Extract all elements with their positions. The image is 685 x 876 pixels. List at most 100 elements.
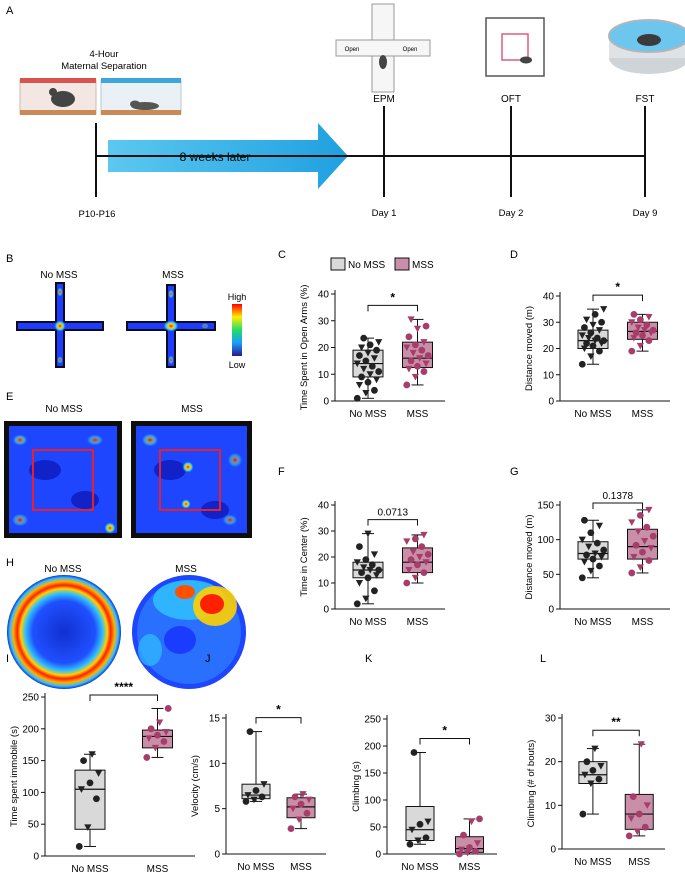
data-point xyxy=(362,595,370,603)
data-point xyxy=(370,355,379,362)
data-point xyxy=(355,381,364,389)
y-tick-label: 10 xyxy=(543,370,555,381)
data-point xyxy=(645,314,653,321)
data-point xyxy=(77,786,86,793)
y-tick-label: 20 xyxy=(545,757,557,768)
data-point xyxy=(416,820,424,828)
e-label-no-mss: No MSS xyxy=(45,404,83,415)
x-tick-label: No MSS xyxy=(574,857,612,868)
data-point xyxy=(405,365,413,373)
panel-label-c: C xyxy=(278,249,286,261)
y-axis-label: Climbing (s) xyxy=(351,761,362,812)
test-label-epm: EPM xyxy=(373,94,395,105)
data-point xyxy=(366,371,374,378)
data-point xyxy=(353,600,361,608)
legend-swatch-mss xyxy=(394,257,410,271)
data-point xyxy=(244,792,252,799)
data-point xyxy=(356,352,363,359)
data-point xyxy=(635,810,643,818)
data-point xyxy=(593,334,601,342)
data-point xyxy=(403,381,411,389)
data-point xyxy=(416,554,424,561)
day-label-1: Day 1 xyxy=(372,208,397,219)
data-point xyxy=(587,529,595,537)
legend-label-mss: MSS xyxy=(412,260,434,271)
x-tick-label: MSS xyxy=(628,857,650,868)
separation-label-line1: 4-Hour xyxy=(89,49,118,60)
data-point xyxy=(645,506,653,514)
data-point xyxy=(424,551,432,558)
y-tick-label: 40 xyxy=(318,501,330,512)
data-point xyxy=(358,373,365,381)
significance-label: **** xyxy=(114,680,133,694)
y-axis-label: Time in Center (%) xyxy=(299,517,310,596)
data-point xyxy=(420,569,428,576)
box-mss xyxy=(142,705,173,761)
significance-bracket xyxy=(367,519,418,526)
data-point xyxy=(633,828,641,836)
data-point xyxy=(375,368,383,375)
data-point xyxy=(591,550,599,558)
data-point xyxy=(632,541,640,549)
panel-label-b: B xyxy=(6,253,13,265)
x-tick-label: MSS xyxy=(407,409,429,420)
panel-a-timeline: A 4-Hour Maternal Separation 8 weeks lat… xyxy=(6,3,685,220)
data-point xyxy=(643,802,651,809)
data-point xyxy=(460,831,467,839)
data-point xyxy=(630,335,638,342)
y-tick-label: 100 xyxy=(22,788,39,799)
data-point xyxy=(597,554,606,561)
data-point xyxy=(589,767,597,774)
panel-label-i: I xyxy=(6,653,9,665)
data-point xyxy=(649,532,657,540)
data-point xyxy=(357,344,366,352)
x-tick-label: MSS xyxy=(632,617,654,628)
data-point xyxy=(372,572,381,579)
y-tick-label: 20 xyxy=(318,553,330,564)
data-point xyxy=(145,735,153,742)
data-point xyxy=(410,749,418,756)
y-axis-label: Distance moved (m) xyxy=(524,515,535,600)
x-tick-label: MSS xyxy=(632,409,654,420)
x-tick-label: MSS xyxy=(459,862,481,873)
data-point xyxy=(407,556,415,563)
box-mss xyxy=(402,316,433,389)
box-mss xyxy=(627,310,658,355)
data-point xyxy=(467,818,476,826)
panel-label-h: H xyxy=(6,557,14,569)
data-point xyxy=(375,339,383,346)
data-point xyxy=(636,342,644,350)
data-point xyxy=(595,327,604,334)
y-tick-label: 20 xyxy=(543,344,555,355)
y-tick-label: 0 xyxy=(323,605,329,616)
data-point xyxy=(405,567,413,574)
significance-label: * xyxy=(442,723,447,737)
data-point xyxy=(628,519,636,526)
separation-label-line2: Maternal Separation xyxy=(61,61,147,72)
data-point xyxy=(362,389,370,397)
data-point xyxy=(368,362,376,370)
data-point xyxy=(406,840,414,848)
data-point xyxy=(628,347,636,355)
data-point xyxy=(600,306,608,313)
data-point xyxy=(424,818,432,826)
maze-open-label-right: Open xyxy=(403,47,418,53)
data-point xyxy=(260,781,268,788)
data-point xyxy=(583,339,590,347)
data-point xyxy=(578,536,586,544)
data-point xyxy=(583,758,591,766)
panel-label-g: G xyxy=(510,466,519,478)
y-tick-label: 150 xyxy=(364,769,381,780)
data-point xyxy=(422,559,430,566)
significance-bracket xyxy=(367,304,418,312)
data-point xyxy=(362,556,370,563)
data-point xyxy=(373,346,380,354)
epm-heatmap-no-mss xyxy=(16,282,104,368)
data-point xyxy=(93,795,100,803)
data-point xyxy=(628,319,636,326)
significance-bracket xyxy=(89,694,158,701)
data-point xyxy=(355,580,364,587)
